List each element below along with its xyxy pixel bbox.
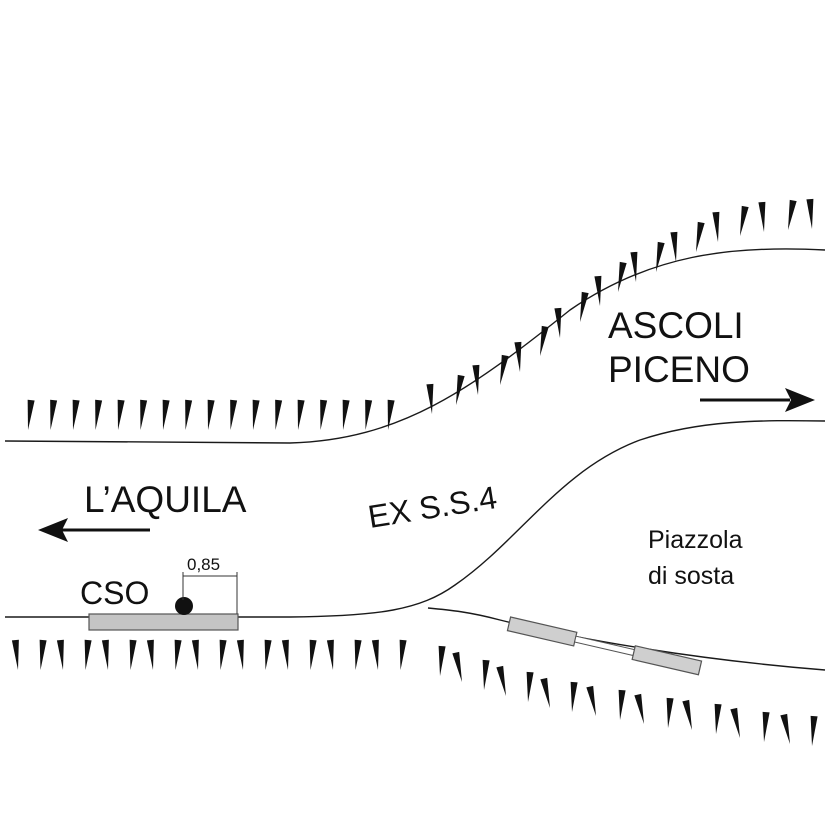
grass-tuft-icon <box>630 251 638 282</box>
grass-tuft-icon <box>11 639 19 670</box>
grass-tuft-icon <box>618 261 627 292</box>
label-laquila: L’AQUILA <box>84 479 247 520</box>
grass-tuft-icon <box>482 659 490 690</box>
grass-tuft-icon <box>780 713 790 744</box>
grass-tuft-icon <box>666 697 674 728</box>
layby-barrier <box>506 616 703 676</box>
grass-tuft-icon <box>806 198 814 229</box>
grass-tuft-icon <box>580 291 589 322</box>
layby-barrier-block-1 <box>506 616 578 647</box>
grass-tuft-icon <box>320 399 328 430</box>
layby-barrier-block-2 <box>631 645 703 676</box>
grass-tuft-icon <box>297 399 305 430</box>
dimension-bracket <box>182 572 238 614</box>
grass-bottom-verge <box>11 639 818 746</box>
grass-tuft-icon <box>342 399 350 430</box>
grass-tuft-icon <box>174 639 182 670</box>
grass-tuft-icon <box>712 211 720 242</box>
grass-tuft-icon <box>236 639 244 670</box>
grass-tuft-icon <box>426 383 434 414</box>
grass-tuft-icon <box>472 364 480 395</box>
grass-tuft-icon <box>39 639 47 670</box>
grass-tuft-icon <box>438 645 446 676</box>
grass-tuft-icon <box>540 677 550 708</box>
label-layby-2: di sosta <box>648 562 734 590</box>
label-road-name: EX S.S.4 <box>365 479 499 535</box>
label-dimension: 0,85 <box>187 555 220 574</box>
grass-tuft-icon <box>456 374 465 405</box>
grass-tuft-icon <box>670 231 678 262</box>
grass-tuft-icon <box>634 693 644 724</box>
grass-tuft-icon <box>570 681 578 712</box>
grass-tuft-icon <box>682 699 692 730</box>
grass-tuft-icon <box>129 639 137 670</box>
grass-tuft-icon <box>762 711 770 742</box>
label-piceno: PICENO <box>608 349 750 390</box>
grass-tuft-icon <box>371 639 379 670</box>
grass-tuft-icon <box>140 399 148 430</box>
grass-tuft-icon <box>309 639 317 670</box>
grass-tuft-icon <box>758 201 766 232</box>
grass-tuft-icon <box>95 399 103 430</box>
arrow-right-icon <box>700 388 815 412</box>
grass-tuft-icon <box>586 685 596 716</box>
grass-tuft-icon <box>365 399 373 430</box>
arrow-left-icon <box>38 518 150 542</box>
grass-tuft-icon <box>788 199 797 230</box>
grass-tuft-icon <box>696 221 705 252</box>
grass-tuft-icon <box>27 399 35 430</box>
label-station: CSO <box>80 575 149 611</box>
grass-tuft-icon <box>526 671 534 702</box>
grass-tuft-icon <box>146 639 154 670</box>
label-ascoli: ASCOLI <box>608 305 744 346</box>
road-lower-edge-left <box>5 419 826 618</box>
grass-tuft-icon <box>50 399 58 430</box>
grass-tuft-icon <box>740 205 749 236</box>
grass-tuft-icon <box>230 399 238 430</box>
grass-tuft-icon <box>594 275 602 306</box>
grass-tuft-icon <box>84 639 92 670</box>
grass-tuft-icon <box>326 639 334 670</box>
road-upper-edge <box>4 248 826 444</box>
grass-tuft-icon <box>810 715 818 746</box>
grass-tuft-icon <box>618 689 626 720</box>
grass-tuft-icon <box>540 325 549 356</box>
grass-tuft-icon <box>281 639 289 670</box>
grass-tuft-icon <box>354 639 362 670</box>
grass-tuft-icon <box>101 639 109 670</box>
grass-tuft-icon <box>399 639 407 670</box>
label-layby-1: Piazzola <box>648 526 743 554</box>
grass-tuft-icon <box>496 665 506 696</box>
grass-tuft-icon <box>252 399 260 430</box>
grass-tuft-icon <box>554 307 562 338</box>
grass-tuft-icon <box>714 703 722 734</box>
grass-tuft-icon <box>162 399 170 430</box>
grass-tuft-icon <box>207 399 215 430</box>
grass-tuft-icon <box>72 399 80 430</box>
grass-tuft-icon <box>730 707 740 738</box>
grass-tuft-icon <box>185 399 193 430</box>
grass-tuft-icon <box>656 241 665 272</box>
grass-tuft-icon <box>117 399 125 430</box>
grass-tuft-icon <box>275 399 283 430</box>
grass-tuft-icon <box>500 354 509 385</box>
station-marker <box>175 597 193 615</box>
grass-tuft-icon <box>191 639 199 670</box>
grass-top-verge <box>27 198 814 430</box>
grass-tuft-icon <box>264 639 272 670</box>
grass-tuft-icon <box>514 341 522 372</box>
grass-tuft-icon <box>387 399 395 430</box>
guardrail-left <box>88 613 239 631</box>
grass-tuft-icon <box>56 639 64 670</box>
grass-tuft-icon <box>452 651 462 682</box>
grass-tuft-icon <box>219 639 227 670</box>
